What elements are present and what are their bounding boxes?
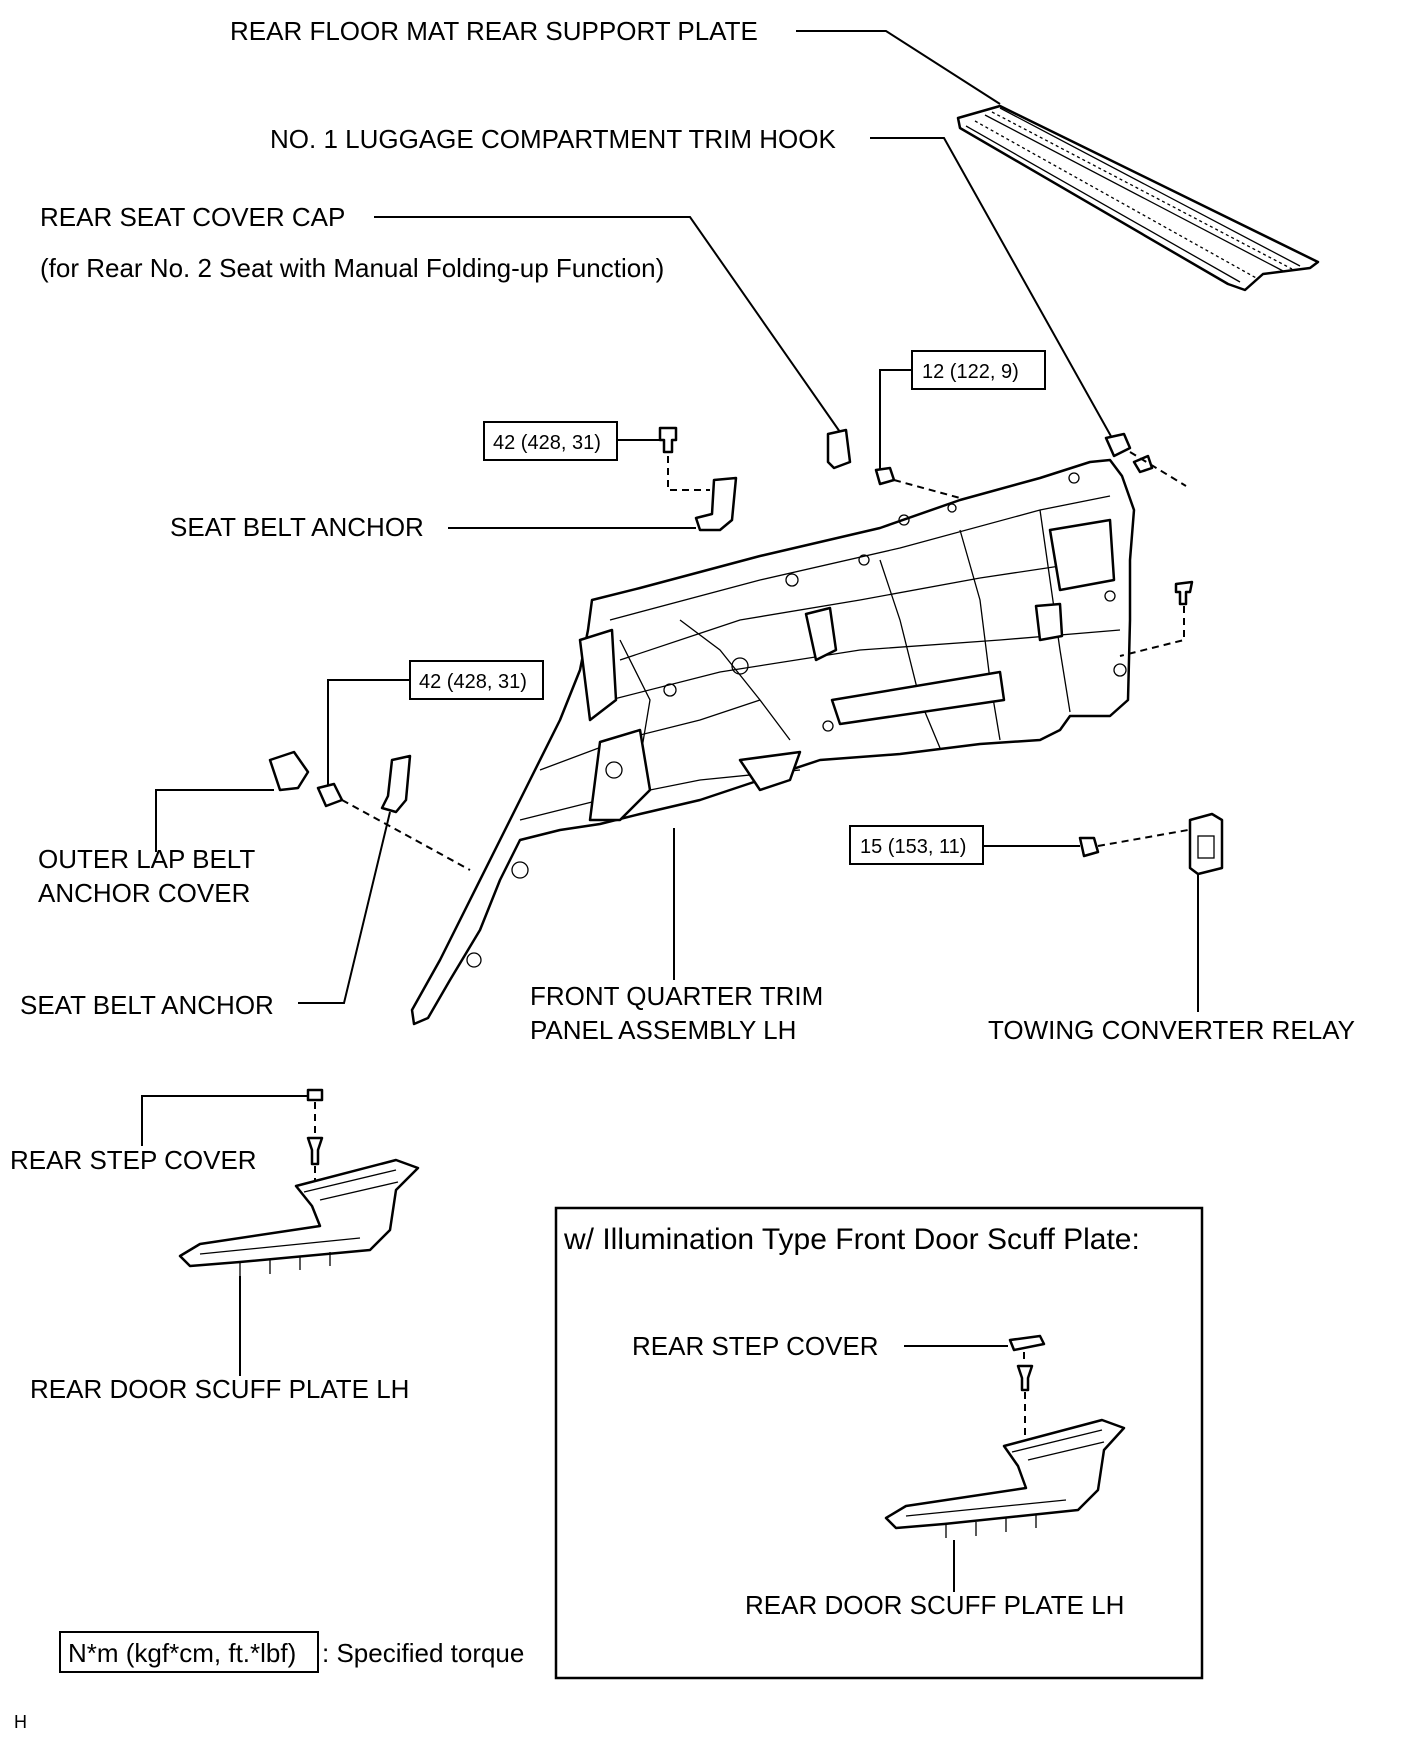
- legend-text: : Specified torque: [322, 1638, 524, 1668]
- leader-rear-step-cover: [141, 1095, 308, 1146]
- label-inset-rear-step-cover: REAR STEP COVER: [632, 1331, 879, 1361]
- inset-rear-door-scuff-plate-part: [884, 1418, 1126, 1538]
- label-luggage-trim-hook: NO. 1 LUGGAGE COMPARTMENT TRIM HOOK: [270, 124, 836, 154]
- torque-value-1: 12 (122, 9): [922, 361, 1019, 383]
- legend-box: [59, 1631, 319, 1673]
- seat-belt-anchor-lower-part: [380, 754, 412, 814]
- inset-box: [554, 1206, 1204, 1680]
- torque-value-3: 42 (428, 31): [419, 671, 527, 693]
- bolt-3-icon: [316, 782, 344, 808]
- torque-box-2: [483, 421, 618, 461]
- outer-lap-belt-anchor-cover-part: [268, 750, 310, 792]
- label-outer-lap-belt-line1: OUTER LAP BELT: [38, 844, 255, 874]
- dash-bolt-1: [893, 479, 961, 499]
- label-front-quarter-line1: FRONT QUARTER TRIM: [530, 981, 823, 1011]
- label-front-quarter-line2: PANEL ASSEMBLY LH: [530, 1015, 796, 1045]
- inset-screw-icon: [1016, 1364, 1034, 1392]
- torque-box-4: [849, 825, 984, 865]
- dash-bolt-4: [1097, 829, 1189, 847]
- rear-step-cover-part: [306, 1088, 324, 1102]
- rear-floor-mat-support-plate-part: [956, 104, 1320, 292]
- leader-rear-floor-mat-plate: [796, 30, 1001, 105]
- leader-torque-1: [879, 369, 912, 470]
- leader-torque-3: [327, 679, 410, 790]
- label-inset-rear-door-scuff: REAR DOOR SCUFF PLATE LH: [745, 1590, 1124, 1620]
- torque-box-1: [911, 350, 1046, 390]
- label-towing-relay: TOWING CONVERTER RELAY: [988, 1015, 1355, 1045]
- dash-clip-right: [1119, 606, 1185, 657]
- leader-luggage-trim-hook: [870, 137, 1113, 439]
- label-seat-belt-anchor-upper: SEAT BELT ANCHOR: [170, 512, 424, 542]
- screw-rear-step-icon: [306, 1136, 324, 1166]
- label-rear-floor-mat-plate: REAR FLOOR MAT REAR SUPPORT PLATE: [230, 16, 758, 46]
- bolt-4-icon: [1078, 836, 1100, 858]
- legend-unit: N*m (kgf*cm, ft.*lbf): [68, 1638, 296, 1668]
- bolt-2-icon: [658, 426, 678, 454]
- towing-converter-relay-part: [1188, 812, 1224, 876]
- label-outer-lap-belt-line2: ANCHOR COVER: [38, 878, 250, 908]
- front-quarter-trim-panel-part: [410, 458, 1136, 1026]
- label-rear-seat-cover-cap-note: (for Rear No. 2 Seat with Manual Folding…: [40, 253, 664, 283]
- label-seat-belt-anchor-lower: SEAT BELT ANCHOR: [20, 990, 274, 1020]
- leader-rear-seat-cover-cap: [374, 216, 841, 433]
- torque-box-3: [409, 660, 544, 700]
- rear-seat-cover-cap-part: [826, 428, 852, 470]
- label-rear-step-cover: REAR STEP COVER: [10, 1145, 257, 1175]
- clip-right-icon: [1174, 580, 1194, 606]
- dash-bolt-3: [341, 799, 471, 871]
- leader-outer-lap-belt: [155, 789, 274, 852]
- label-rear-door-scuff: REAR DOOR SCUFF PLATE LH: [30, 1374, 409, 1404]
- inset-title: w/ Illumination Type Front Door Scuff Pl…: [563, 1223, 1140, 1256]
- rear-door-scuff-plate-part: [178, 1158, 420, 1276]
- torque-value-2: 42 (428, 31): [493, 432, 601, 454]
- luggage-trim-hook-clips: [1104, 432, 1154, 474]
- dash-bolt-2: [667, 456, 710, 491]
- torque-value-4: 15 (153, 11): [860, 836, 966, 858]
- bolt-1-icon: [874, 466, 896, 486]
- dash-hook: [1129, 451, 1187, 487]
- corner-mark: H: [14, 1712, 27, 1732]
- label-rear-seat-cover-cap: REAR SEAT COVER CAP: [40, 202, 345, 232]
- leader-seat-belt-anchor-lower: [298, 811, 391, 1004]
- inset-rear-step-cover-part: [1008, 1334, 1046, 1352]
- seat-belt-anchor-upper-part: [694, 476, 738, 532]
